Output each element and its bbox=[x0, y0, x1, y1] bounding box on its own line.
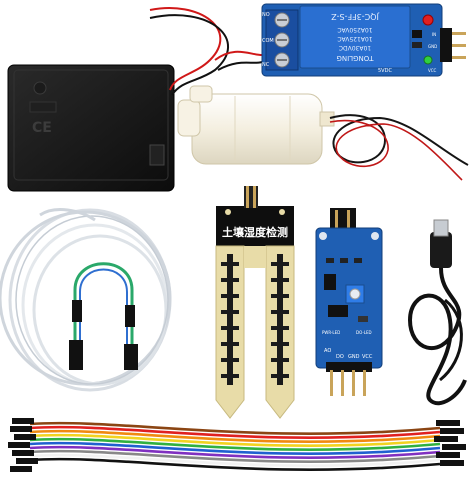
relay-model-text: JQC-3FF-S-Z bbox=[331, 12, 380, 21]
relay-pin-no: NO bbox=[262, 12, 270, 18]
ribbon-connectors-left bbox=[8, 418, 38, 472]
relay-rating-3: 10A30VDC bbox=[339, 44, 371, 51]
battery-wires bbox=[149, 7, 263, 96]
relay-voltage: 5VDC bbox=[378, 68, 392, 74]
relay-pin-nc: NC bbox=[262, 62, 270, 68]
water-pump bbox=[177, 85, 335, 165]
relay-brand: TONGLING bbox=[336, 54, 374, 62]
sensor-led-pwr: PWR-LED bbox=[322, 330, 340, 335]
jumper-wire-pair bbox=[69, 262, 138, 370]
relay-pin-com: COM bbox=[262, 38, 274, 44]
relay-module: JQC-3FF-S-Z 10A250VAC 10A125VAC 10A30VDC… bbox=[261, 3, 466, 77]
rainbow-ribbon-cable bbox=[29, 421, 441, 471]
battery-box: CE bbox=[7, 64, 175, 192]
probe-label: 土壤湿度检测 bbox=[222, 225, 288, 239]
relay-pin-in: IN bbox=[432, 32, 436, 37]
pump-wires bbox=[329, 114, 469, 181]
ribbon-connectors-right bbox=[434, 420, 466, 466]
usb-cable bbox=[407, 219, 467, 406]
relay-pin-gnd: GND bbox=[428, 44, 437, 49]
relay-rating-2: 10A125VAC bbox=[337, 35, 372, 42]
sensor-pin-do: DO bbox=[336, 354, 344, 360]
sensor-pin-gnd: GND bbox=[348, 354, 360, 360]
relay-rating-1: 10A250VAC bbox=[337, 26, 372, 33]
sensor-module: AO DO GND VCC PWR-LED DO-LED bbox=[315, 208, 383, 396]
sensor-led-do: DO-LED bbox=[356, 330, 372, 335]
sensor-pin-ao: AO bbox=[324, 348, 331, 354]
ce-mark: CE bbox=[32, 120, 52, 136]
relay-pin-vcc: VCC bbox=[428, 68, 437, 73]
soil-moisture-probe: 土壤湿度检测 bbox=[215, 186, 295, 419]
sensor-pin-vcc: VCC bbox=[362, 354, 373, 360]
clear-tubing bbox=[0, 208, 172, 392]
